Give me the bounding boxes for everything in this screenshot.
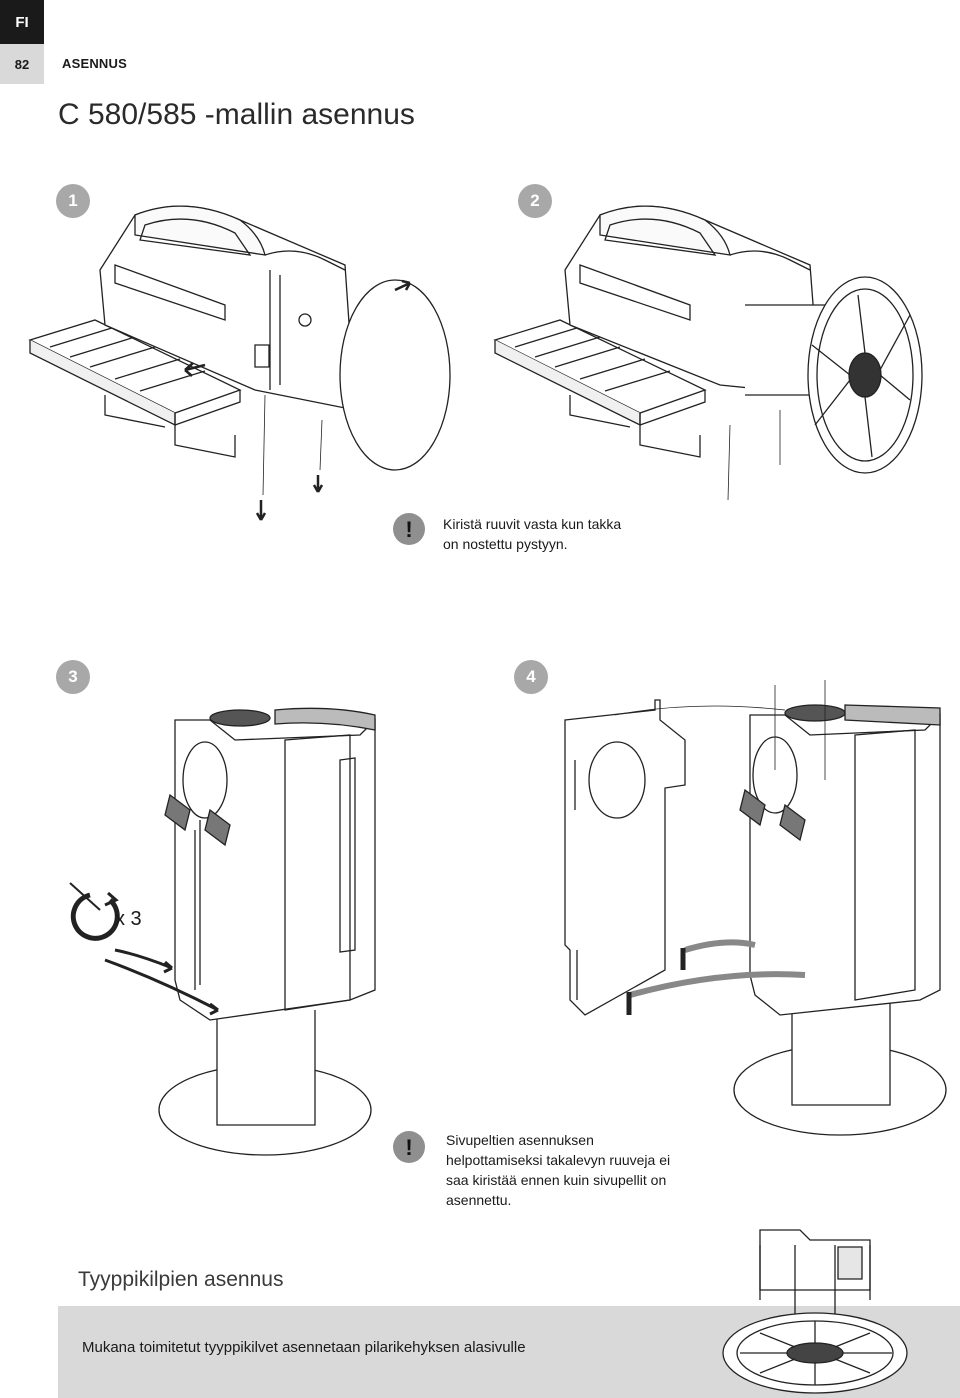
back-plate-1: [340, 280, 450, 470]
multiplier-label: x 3: [115, 908, 142, 930]
language-tab: FI: [0, 0, 44, 44]
illustration-step-1: [25, 195, 465, 535]
pedestal-4: [734, 1000, 946, 1135]
svg-text:!: !: [405, 517, 412, 542]
step-badge-2: 2: [518, 184, 552, 218]
step-badge-3: 3: [56, 660, 90, 694]
step-badge-1: 1: [56, 184, 90, 218]
warning-icon: !: [393, 513, 425, 545]
page-title: C 580/585 -mallin asennus: [58, 98, 415, 131]
svg-text:!: !: [405, 1135, 412, 1160]
round-plate-2: [808, 277, 922, 473]
arrow-left-icon: [185, 363, 205, 376]
pallet-1: [30, 320, 240, 457]
arrow-down-icon: [257, 500, 265, 520]
illustration-step-4: [555, 670, 955, 1160]
pallet-2: [495, 320, 705, 457]
side-plate: [565, 700, 685, 1015]
warning-icon: !: [393, 1131, 425, 1163]
subsection-title: Tyyppikilpien asennus: [78, 1268, 284, 1291]
arrow-gray-icon: [630, 942, 805, 995]
illustration-step-2: [490, 195, 930, 505]
illustration-type-plate: [720, 1225, 915, 1395]
stove-upright-4: [740, 705, 940, 1015]
arrow-right-icon: [115, 950, 172, 972]
pedestal-column: [217, 1010, 315, 1125]
arrow-right-icon: [395, 281, 410, 290]
warning-text-2: Sivupeltien asennuksen helpottamiseksi t…: [446, 1132, 671, 1208]
warning-text-1: Kiristä ruuvit vasta kun takka on nostet…: [443, 516, 622, 552]
footer-note: Mukana toimitetut tyyppikilvet asennetaa…: [82, 1339, 526, 1356]
step-badge-4: 4: [514, 660, 548, 694]
stove-upright-3: [165, 708, 375, 1020]
arrow-down-icon: [314, 475, 322, 492]
arrow-right-icon: [105, 960, 218, 1014]
illustration-step-3: [60, 700, 380, 1160]
type-plate: [838, 1247, 862, 1279]
page-number: 82: [0, 44, 44, 84]
wrench-rotate-icon: [70, 883, 117, 938]
section-heading: ASENNUS: [62, 56, 127, 71]
